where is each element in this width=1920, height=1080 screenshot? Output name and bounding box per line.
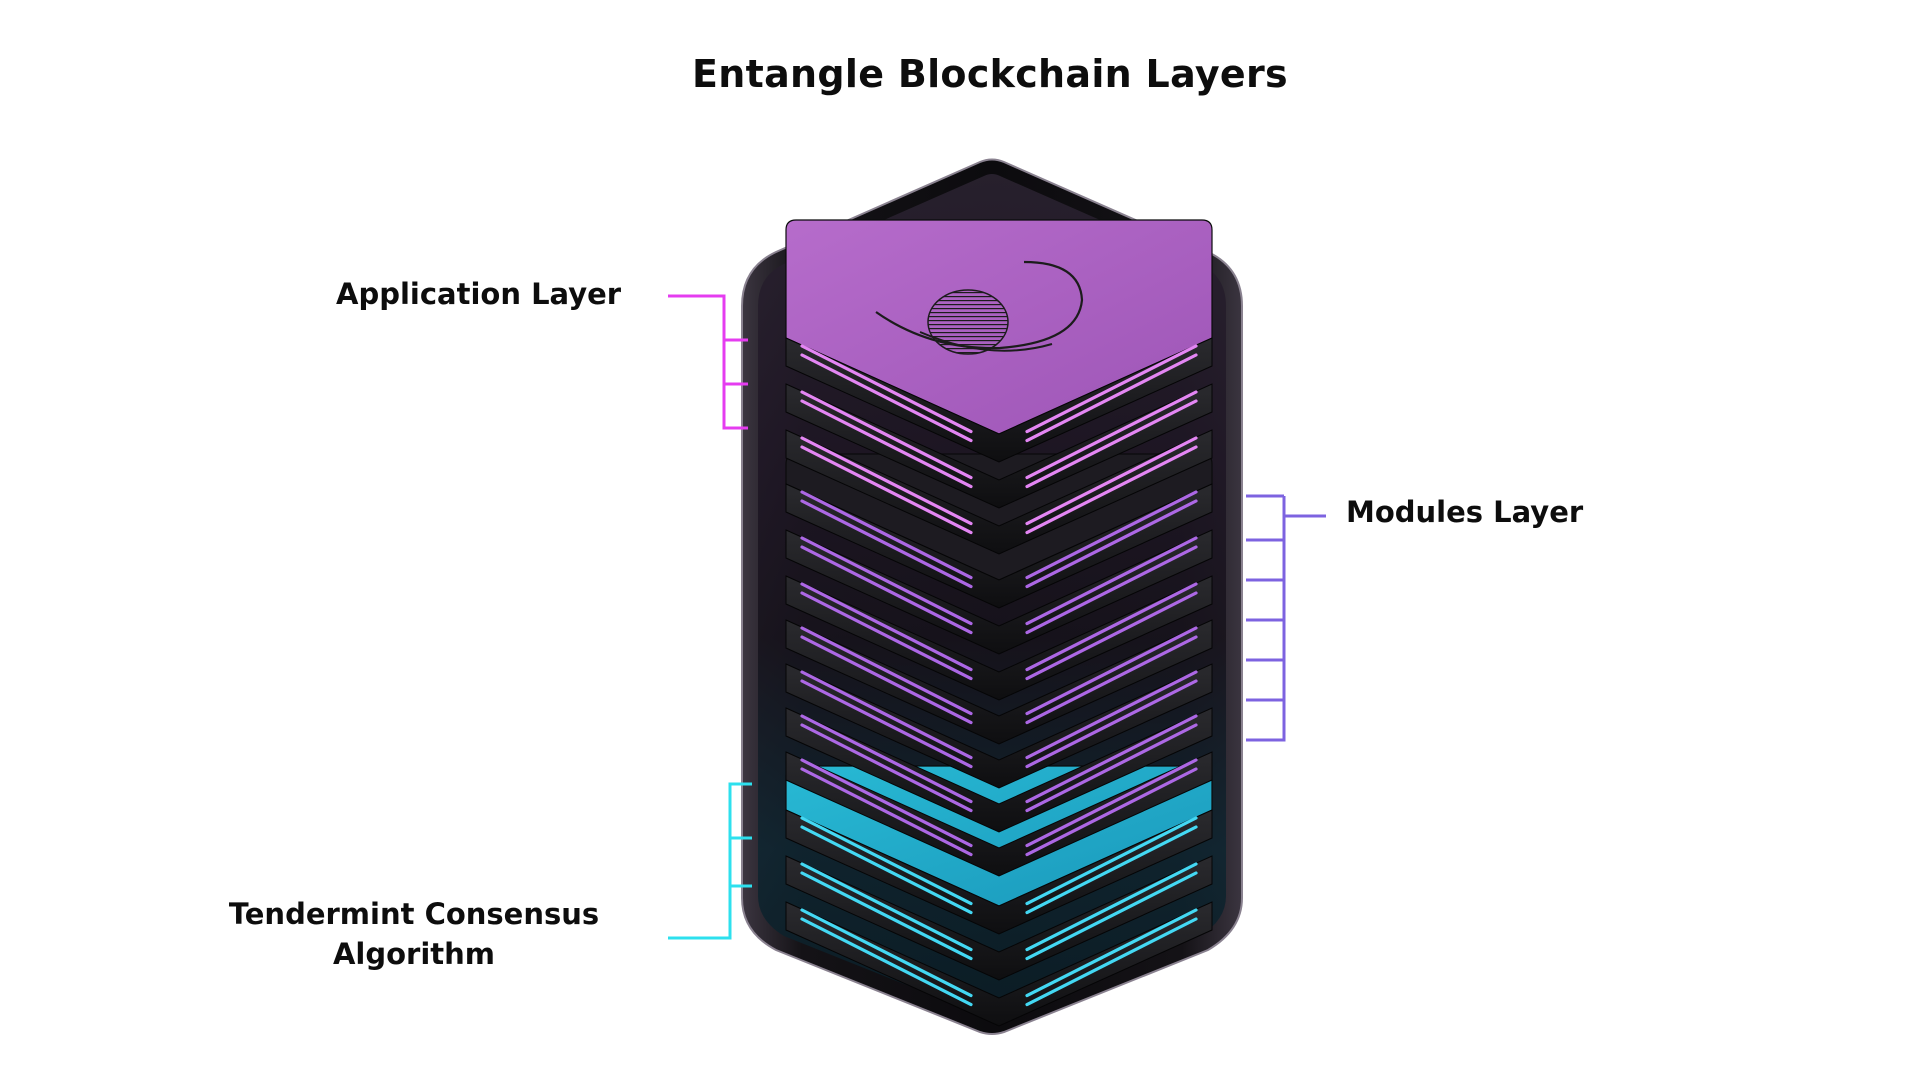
plate-modules-6 — [785, 619, 1213, 745]
tendermint-layer-label: Tendermint Consensus Algorithm — [228, 897, 600, 971]
application-layer-bracket — [668, 294, 748, 430]
tendermint-layer-bracket — [668, 782, 752, 940]
plate-modules-5 — [785, 575, 1213, 701]
plate-tendermint-11 — [785, 855, 1213, 981]
diagram-title: Entangle Blockchain Layers — [692, 52, 1288, 96]
plate-modules-8 — [785, 707, 1213, 833]
plate-modules-7 — [785, 663, 1213, 789]
layer-brackets — [668, 294, 1326, 940]
entangle-logo-icon — [875, 260, 1084, 355]
application-layer-label: Application Layer — [336, 277, 622, 311]
plate-application-2 — [785, 429, 1213, 555]
plate-tendermint-12 — [785, 901, 1213, 1027]
plate-application-1 — [785, 383, 1213, 509]
modules-layer-bracket — [1246, 494, 1326, 742]
modules-layer-label: Modules Layer — [1346, 495, 1584, 529]
plate-modules-4 — [785, 529, 1213, 655]
plate-modules-9 — [785, 751, 1213, 877]
